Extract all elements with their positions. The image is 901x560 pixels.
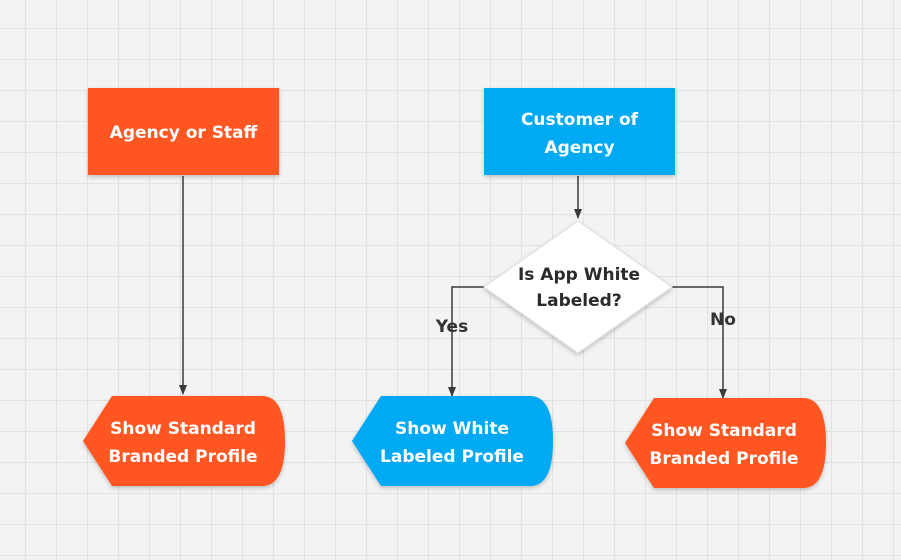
node-show-standard-right[interactable]: Show Standard Branded Profile bbox=[625, 398, 826, 488]
node-customer-of-agency-box bbox=[484, 88, 675, 175]
decision-label-line1: Is App White bbox=[518, 265, 640, 285]
node-customer-label-line2: Agency bbox=[544, 138, 614, 158]
display-shape-standard-left bbox=[83, 396, 285, 486]
node-agency-or-staff-label: Agency or Staff bbox=[110, 123, 258, 143]
yes-label: Yes bbox=[435, 317, 468, 337]
node-show-standard-left[interactable]: Show Standard Branded Profile bbox=[83, 396, 285, 486]
decision-diamond bbox=[483, 220, 673, 354]
white-labeled-line2: Labeled Profile bbox=[380, 447, 524, 467]
node-agency-or-staff[interactable]: Agency or Staff bbox=[88, 88, 279, 175]
node-customer-label-line1: Customer of bbox=[521, 110, 639, 130]
display-shape-standard-right bbox=[625, 398, 826, 488]
node-agency-or-staff-box bbox=[88, 88, 279, 175]
node-decision-white-labeled[interactable]: Is App White Labeled? bbox=[483, 220, 673, 354]
standard-right-line2: Branded Profile bbox=[649, 449, 798, 469]
node-show-white-labeled[interactable]: Show White Labeled Profile bbox=[352, 396, 553, 486]
standard-left-line2: Branded Profile bbox=[108, 447, 257, 467]
no-label: No bbox=[710, 310, 736, 330]
node-customer-of-agency[interactable]: Customer of Agency bbox=[484, 88, 675, 175]
display-shape-white-labeled bbox=[352, 396, 553, 486]
edge-decision-no bbox=[672, 286, 727, 399]
standard-left-line1: Show Standard bbox=[110, 419, 256, 439]
edge-decision-yes bbox=[448, 286, 484, 397]
standard-right-line1: Show Standard bbox=[651, 421, 797, 441]
white-labeled-line1: Show White bbox=[395, 419, 509, 439]
decision-label-line2: Labeled? bbox=[536, 291, 621, 311]
